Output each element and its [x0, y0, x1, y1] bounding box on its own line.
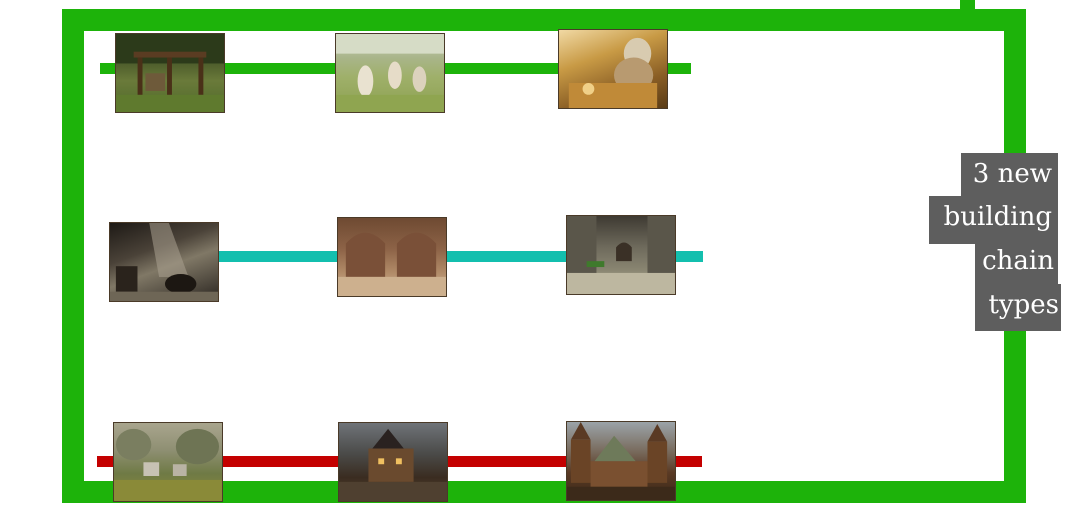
- arched-hall-illustration: [337, 217, 447, 297]
- label-line-1: 3 new: [961, 153, 1058, 199]
- spired-town-illustration: [566, 421, 676, 501]
- stone-courtyard-illustration: [566, 215, 676, 295]
- farm-shed-illustration: [115, 33, 225, 113]
- timber-manor-illustration: [338, 422, 448, 502]
- label-line-4: types: [975, 284, 1061, 331]
- dark-storehouse-illustration: [109, 222, 219, 302]
- label-line-2: building: [929, 196, 1058, 244]
- label-line-3: chain: [975, 240, 1058, 286]
- building-chain-line-2: [210, 251, 703, 262]
- field-workers-illustration: [335, 33, 445, 113]
- craftsman-workshop-illustration: [558, 29, 668, 109]
- misty-village-illustration: [113, 422, 223, 502]
